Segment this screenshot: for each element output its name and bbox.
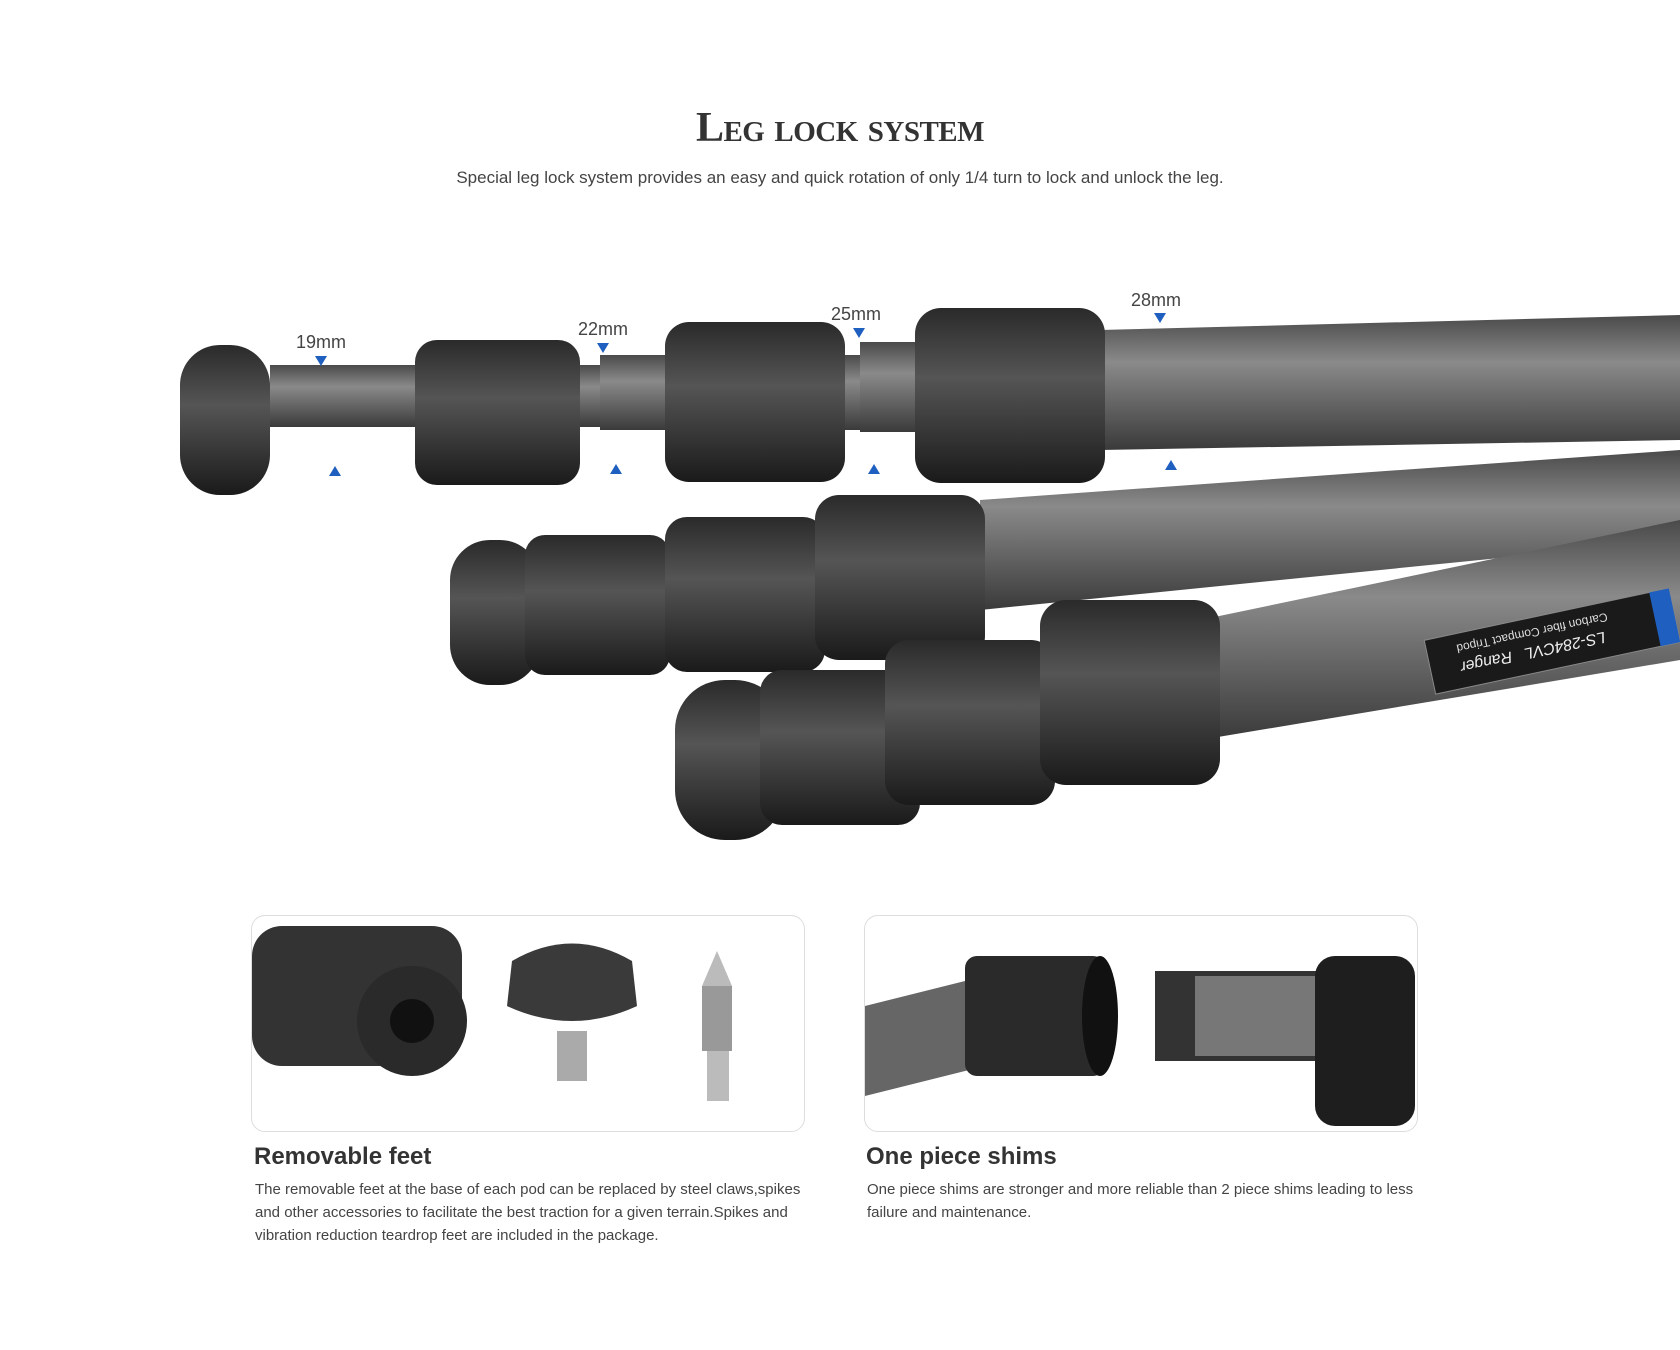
page-subtitle: Special leg lock system provides an easy…	[456, 168, 1224, 187]
feature-title: Removable feet	[254, 1143, 432, 1170]
feature-title: One piece shims	[866, 1143, 1057, 1170]
feature-text: The removable feet at the base of each p…	[255, 1181, 801, 1244]
page-title: Leg lock system	[695, 105, 985, 151]
product-label: Carbon fiber Compact Tripod Ranger LS-28…	[1423, 587, 1680, 695]
dimension-label: 28mm	[1131, 290, 1182, 310]
feature-text: One piece shims are stronger and more re…	[867, 1181, 1414, 1221]
dimension-label: 25mm	[831, 304, 882, 324]
dimension-label: 22mm	[578, 319, 629, 339]
tripod-legs-image: Carbon fiber Compact Tripod Ranger LS-28…	[180, 308, 1680, 840]
removable-feet-image	[251, 915, 805, 1132]
one-piece-shims-image	[864, 915, 1418, 1132]
dimension-label: 19mm	[296, 332, 347, 352]
